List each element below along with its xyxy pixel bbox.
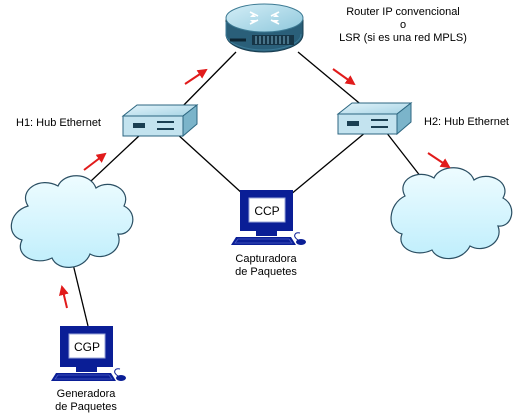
hub2-label: H2: Hub Ethernet bbox=[424, 116, 509, 128]
router-label: Router IP convencional o LSR (si es una … bbox=[318, 6, 488, 45]
link-cloud1-cgp bbox=[72, 263, 89, 327]
hub1-label: H1: Hub Ethernet bbox=[16, 117, 101, 129]
ccp-label: Capturadora de Paquetes bbox=[226, 253, 306, 279]
hub2-icon bbox=[336, 101, 413, 136]
ccp-label-line1: Capturadora bbox=[235, 253, 297, 265]
cgp-screen-label: CGP bbox=[74, 340, 100, 354]
arrow-router-to-hub2 bbox=[332, 68, 356, 86]
ccp-screen-label: CCP bbox=[254, 204, 279, 218]
cgp-label-line1: Generadora bbox=[56, 388, 116, 400]
link-hub2-ccp bbox=[289, 131, 367, 196]
cloud1-icon bbox=[10, 175, 134, 268]
cgp-computer-icon bbox=[51, 326, 126, 381]
arrow-cgp-to-cloud1 bbox=[58, 285, 69, 309]
router-label-line1: Router IP convencional bbox=[346, 6, 460, 18]
cgp-label: Generadora de Paquetes bbox=[46, 388, 126, 414]
arrow-cloud1-to-hub1 bbox=[83, 152, 107, 171]
router-icon bbox=[225, 3, 304, 53]
arrow-hub1-to-router bbox=[184, 68, 208, 85]
cloud2-icon bbox=[390, 167, 513, 260]
arrow-hub2-to-cloud2 bbox=[427, 152, 451, 169]
router-label-line2: o bbox=[399, 19, 407, 31]
router-label-line3: LSR (si es una red MPLS) bbox=[339, 32, 467, 44]
link-hub1-ccp bbox=[175, 132, 245, 196]
link-router-hub2 bbox=[297, 51, 371, 113]
ccp-computer-icon bbox=[231, 190, 306, 245]
ccp-label-line2: de Paquetes bbox=[235, 266, 297, 278]
flow-arrows bbox=[58, 68, 451, 309]
link-router-hub1 bbox=[174, 51, 237, 115]
links bbox=[72, 51, 429, 327]
hub1-icon bbox=[121, 103, 199, 138]
cgp-label-line2: de Paquetes bbox=[55, 401, 117, 413]
